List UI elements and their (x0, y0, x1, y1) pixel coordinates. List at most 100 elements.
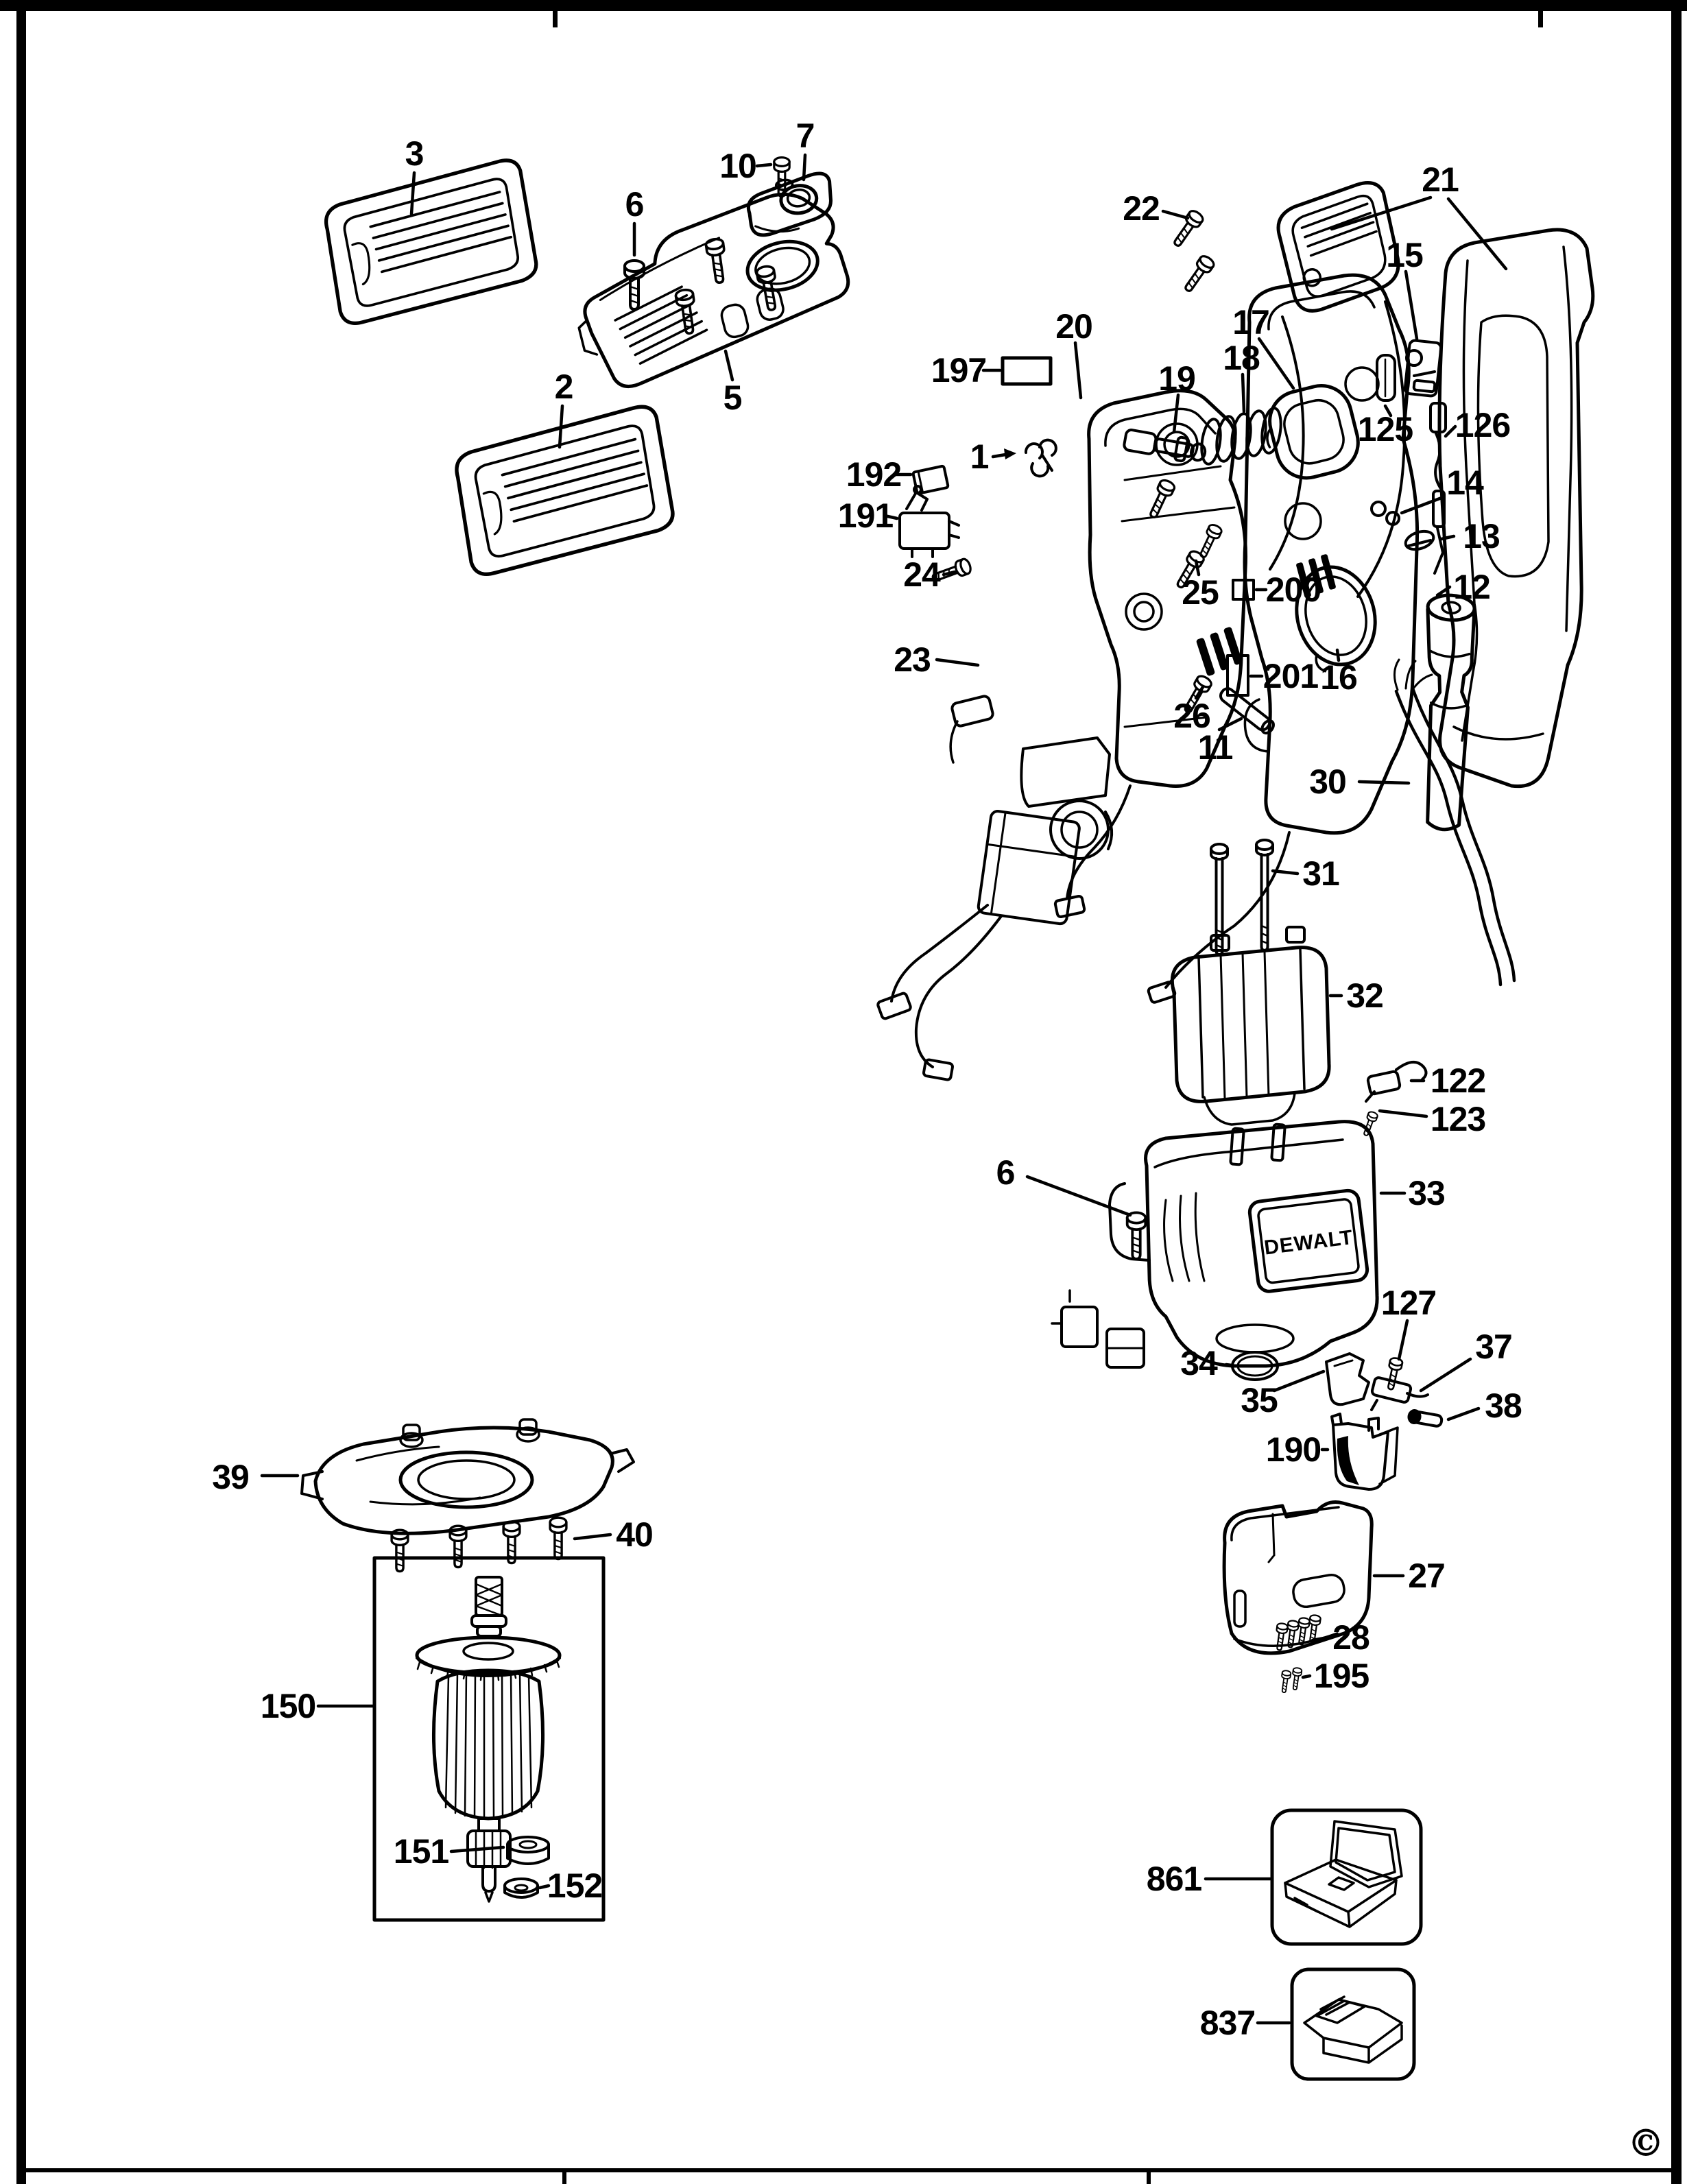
callout-126: 126 (1455, 406, 1511, 444)
callout-200: 200 (1265, 571, 1321, 609)
callout-24: 24 (903, 555, 941, 594)
part-7-knob (746, 171, 833, 237)
callout-6a: 6 (625, 185, 645, 224)
callout-3: 3 (405, 134, 424, 173)
callout-14: 14 (1446, 464, 1484, 502)
copyright-symbol: © (1627, 2121, 1664, 2165)
frame-left-rule (16, 0, 26, 2184)
callout-197: 197 (931, 351, 987, 389)
callout-1: 1 (970, 437, 990, 476)
part-31-long-screws (1210, 839, 1274, 956)
part-192-sticker (911, 464, 950, 495)
callout-37: 37 (1475, 1328, 1513, 1366)
callout-22: 22 (1123, 189, 1160, 228)
part-126-connector-strip (1429, 402, 1447, 575)
part-21-handle-cover-right (1437, 228, 1595, 789)
callout-11: 11 (1197, 728, 1234, 767)
part-21-left-shell-edge (1269, 315, 1305, 571)
callout-31: 31 (1302, 854, 1340, 893)
part-191-microswitch (898, 485, 960, 558)
part-6b-screw (1125, 1211, 1147, 1260)
part-150-armature-box (372, 1556, 606, 1922)
callout-33: 33 (1408, 1174, 1446, 1212)
callout-13: 13 (1463, 517, 1500, 555)
callout-5: 5 (723, 379, 743, 417)
callout-2: 2 (554, 368, 574, 406)
part-152-washer (503, 1877, 539, 1899)
callout-25: 25 (1182, 573, 1219, 612)
part-201-symbol (1226, 654, 1249, 697)
callout-39: 39 (212, 1458, 250, 1496)
part-13-clip (1404, 529, 1435, 551)
frame-bottom-tick-2 (1147, 2172, 1151, 2184)
callout-192: 192 (846, 455, 902, 494)
frame-right-rule (1671, 0, 1682, 2184)
callout-19: 19 (1158, 359, 1196, 398)
callout-38: 38 (1485, 1387, 1522, 1425)
frame-top-tick-1 (553, 11, 558, 27)
callout-151: 151 (393, 1832, 449, 1871)
part-20-inner-frame (1053, 389, 1247, 918)
callout-12: 12 (1453, 568, 1491, 606)
part-33-motor-housing: DEWALT (1051, 1120, 1379, 1369)
callout-201: 201 (1263, 657, 1319, 695)
part-39-baffle-plate (300, 1418, 635, 1535)
frame-top-rule (0, 0, 1687, 11)
callout-26: 26 (1173, 697, 1211, 735)
callout-127: 127 (1380, 1284, 1437, 1322)
part-122-brush-holder (1365, 1061, 1428, 1103)
part-3-grip-pad (321, 158, 540, 326)
part-38-pin (1407, 1409, 1444, 1428)
callout-7: 7 (795, 117, 815, 155)
callout-195: 195 (1313, 1657, 1369, 1695)
callout-861: 861 (1146, 1860, 1202, 1898)
callout-122: 122 (1430, 1061, 1486, 1100)
part-195-screws (1278, 1666, 1303, 1694)
callout-15: 15 (1386, 236, 1424, 274)
part-16-collar-ring (1295, 565, 1377, 673)
part-23-switch-assembly (876, 695, 1114, 1081)
callout-23: 23 (894, 640, 931, 679)
part-30-power-cord (1393, 658, 1516, 987)
callout-21: 21 (1422, 160, 1459, 199)
part-22-screws (1169, 207, 1217, 296)
part-125-button (1376, 354, 1396, 402)
part-27-base-shell (1222, 1500, 1374, 1655)
part-18-spring (1200, 407, 1282, 466)
part-190-brush-cap (1330, 1413, 1399, 1491)
brand-label: DEWALT (1263, 1226, 1354, 1260)
callout-18: 18 (1223, 339, 1260, 377)
frame-bottom-tick-1 (562, 2172, 566, 2184)
callout-32: 32 (1346, 976, 1384, 1015)
part-19-plunger (1123, 429, 1207, 463)
part-34-ring (1231, 1351, 1279, 1381)
callout-125: 125 (1357, 410, 1413, 448)
part-861-kitbox (1270, 1808, 1423, 1946)
part-11-pin (1219, 687, 1275, 735)
part-197-symbol (1001, 356, 1053, 386)
part-5-top-cover (577, 192, 850, 389)
part-35-bracket (1325, 1352, 1370, 1406)
part-21-left-shell-edge-2 (1356, 300, 1407, 598)
callout-150: 150 (260, 1687, 316, 1725)
part-200-symbol (1232, 579, 1255, 601)
part-127-screw (1383, 1356, 1404, 1392)
frame-top-tick-2 (1538, 11, 1543, 27)
callout-191: 191 (837, 496, 894, 535)
part-14-rings (1370, 501, 1400, 526)
callout-28: 28 (1332, 1618, 1370, 1657)
leader-lines (260, 153, 1508, 2025)
callout-35: 35 (1241, 1381, 1278, 1419)
callout-6b: 6 (996, 1153, 1016, 1192)
part-15-lock-button (1403, 339, 1443, 398)
part-32-field-stator (1170, 926, 1331, 1166)
callout-16: 16 (1320, 658, 1358, 697)
part-151-bearing (506, 1836, 550, 1865)
part-12-side-handle (1426, 593, 1476, 832)
callout-837: 837 (1199, 2004, 1256, 2042)
callout-123: 123 (1430, 1100, 1486, 1138)
callout-20: 20 (1055, 307, 1093, 346)
callout-30: 30 (1309, 763, 1347, 801)
